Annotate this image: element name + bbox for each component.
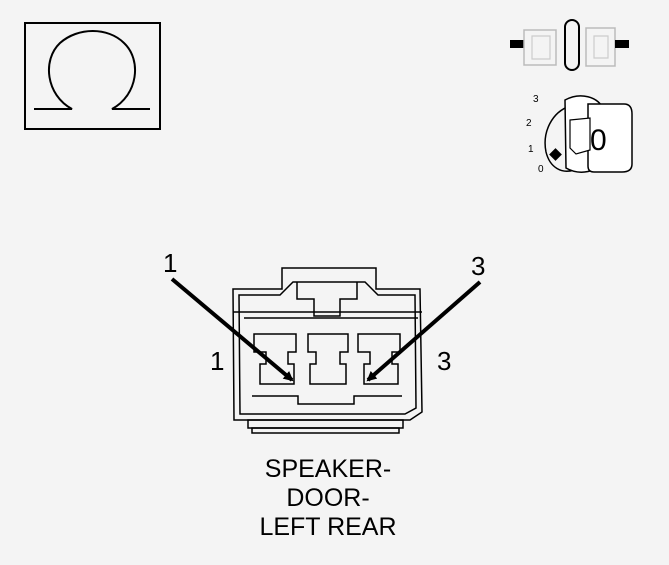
ohm-meter-icon bbox=[24, 22, 161, 130]
pin-1-arrow bbox=[170, 277, 294, 382]
caption-line-3: LEFT REAR bbox=[259, 513, 397, 541]
pin-pointer-arrows bbox=[170, 277, 482, 382]
key-current-position: 0 bbox=[590, 124, 607, 157]
callout-pin-3: 3 bbox=[471, 251, 486, 281]
pin-label-3: 3 bbox=[437, 346, 452, 376]
connector-caption: SPEAKER- DOOR- LEFT REAR bbox=[200, 455, 456, 542]
pin-3-arrow bbox=[366, 280, 482, 382]
caption-line-2: DOOR- bbox=[286, 484, 370, 512]
connector-body bbox=[232, 267, 423, 434]
key-position-2: 2 bbox=[526, 118, 532, 129]
connector-disconnect-icon bbox=[510, 19, 629, 71]
key-position-indicator bbox=[549, 148, 562, 161]
caption-line-1: SPEAKER- bbox=[264, 455, 392, 483]
pin-label-1: 1 bbox=[210, 346, 225, 376]
key-position-3: 3 bbox=[533, 94, 539, 105]
ignition-key-icon bbox=[544, 95, 633, 173]
callout-pin-1: 1 bbox=[163, 248, 178, 278]
key-position-0: 0 bbox=[538, 164, 544, 175]
key-position-1: 1 bbox=[528, 144, 534, 155]
